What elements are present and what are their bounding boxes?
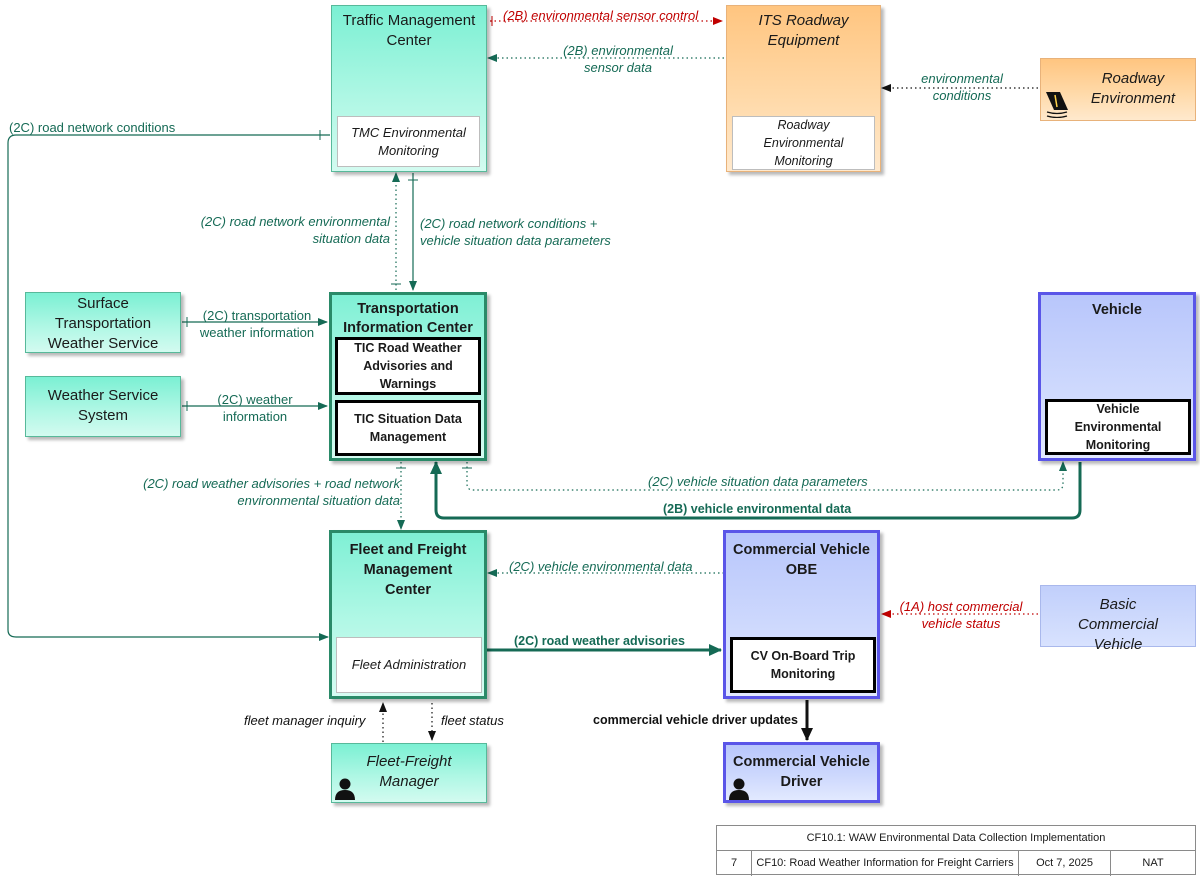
flow-label: fleet manager inquiry bbox=[244, 713, 366, 728]
commercial-vehicle-driver[interactable]: Commercial Vehicle Driver bbox=[723, 742, 880, 803]
roadway-icon bbox=[1046, 92, 1068, 118]
node-title: Fleet and Freight Management Center bbox=[349, 542, 467, 598]
node-title: ITS Roadway Equipment bbox=[758, 12, 849, 49]
tic-situation-data-management[interactable]: TIC Situation Data Management bbox=[335, 400, 481, 456]
weather-service-system[interactable]: Weather Service System bbox=[25, 376, 181, 437]
flow-label: (2B) environmental sensor control bbox=[503, 8, 699, 23]
cv-on-board-trip-monitoring[interactable]: CV On-Board Trip Monitoring bbox=[730, 637, 876, 693]
node-title: Traffic Management Center bbox=[342, 12, 476, 49]
node-title: Vehicle bbox=[1092, 302, 1142, 318]
footer-scope: NAT bbox=[1142, 857, 1164, 869]
flow-label: (2C) road weather advisories bbox=[514, 634, 685, 648]
flow-label: (1A) host commercial vehicle status bbox=[899, 599, 1023, 631]
fleet-administration[interactable]: Fleet Administration bbox=[336, 637, 482, 693]
node-title: Surface Transportation Weather Service bbox=[47, 295, 159, 352]
fleet-and-freight-management-center[interactable]: Fleet and Freight Management Center Flee… bbox=[329, 530, 487, 699]
footer-date: Oct 7, 2025 bbox=[1019, 851, 1111, 876]
footer-title: CF10.1: WAW Environmental Data Collectio… bbox=[717, 826, 1195, 851]
flow-label: commercial vehicle driver updates bbox=[593, 713, 798, 727]
tmc-environmental-monitoring[interactable]: TMC Environmental Monitoring bbox=[337, 116, 480, 167]
node-title: Transportation Information Center bbox=[343, 301, 473, 336]
person-icon bbox=[729, 778, 749, 800]
node-title: Weather Service System bbox=[47, 387, 159, 424]
flow-label: (2C) road network conditions bbox=[9, 120, 176, 135]
tic-road-weather-advisories[interactable]: TIC Road Weather Advisories and Warnings bbox=[335, 337, 481, 395]
flow-label: (2C) road weather advisories + road netw… bbox=[143, 476, 400, 508]
roadway-environment[interactable]: Roadway Environment bbox=[1040, 58, 1196, 121]
flow-label: (2C) vehicle environmental data bbox=[509, 559, 693, 574]
node-title: Fleet-Freight Manager bbox=[366, 753, 452, 790]
person-icon bbox=[335, 778, 355, 800]
node-title: Basic Commercial Vehicle bbox=[1077, 596, 1158, 653]
commercial-vehicle-obe[interactable]: Commercial Vehicle OBE CV On-Board Trip … bbox=[723, 530, 880, 699]
flow-label: (2C) road network conditions + vehicle s… bbox=[420, 216, 611, 248]
surface-transportation-weather-service[interactable]: Surface Transportation Weather Service bbox=[25, 292, 181, 353]
traffic-management-center[interactable]: Traffic Management Center TMC Environmen… bbox=[331, 5, 487, 172]
flow-label: (2C) transportation weather information bbox=[199, 308, 315, 340]
flow-label: fleet status bbox=[441, 713, 504, 728]
node-title: Roadway Environment bbox=[1090, 70, 1176, 107]
node-title: Commercial Vehicle OBE bbox=[732, 542, 870, 578]
flow-label: (2B) environmental sensor data bbox=[563, 43, 673, 75]
transportation-information-center[interactable]: Transportation Information Center TIC Ro… bbox=[329, 292, 487, 461]
flow-label: environmental conditions bbox=[921, 71, 1003, 103]
vehicle-environmental-monitoring[interactable]: Vehicle Environmental Monitoring bbox=[1045, 399, 1191, 455]
fleet-freight-manager[interactable]: Fleet-Freight Manager bbox=[331, 743, 487, 803]
flow-label: (2C) weather information bbox=[217, 392, 293, 424]
roadway-environmental-monitoring[interactable]: Roadway Environmental Monitoring bbox=[732, 116, 875, 170]
footer-package: CF10: Road Weather Information for Freig… bbox=[752, 851, 1019, 876]
flow-label: (2C) road network environmental situatio… bbox=[200, 214, 390, 246]
vehicle[interactable]: Vehicle Vehicle Environmental Monitoring bbox=[1038, 292, 1196, 461]
node-title: Commercial Vehicle Driver bbox=[732, 754, 870, 790]
its-roadway-equipment[interactable]: ITS Roadway Equipment Roadway Environmen… bbox=[726, 5, 881, 172]
flow-label: (2B) vehicle environmental data bbox=[663, 502, 852, 516]
basic-commercial-vehicle[interactable]: Basic Commercial Vehicle bbox=[1040, 585, 1196, 653]
diagram-footer: CF10.1: WAW Environmental Data Collectio… bbox=[716, 825, 1196, 876]
flow-label: (2C) vehicle situation data parameters bbox=[648, 474, 868, 489]
footer-number: 7 bbox=[717, 851, 752, 876]
